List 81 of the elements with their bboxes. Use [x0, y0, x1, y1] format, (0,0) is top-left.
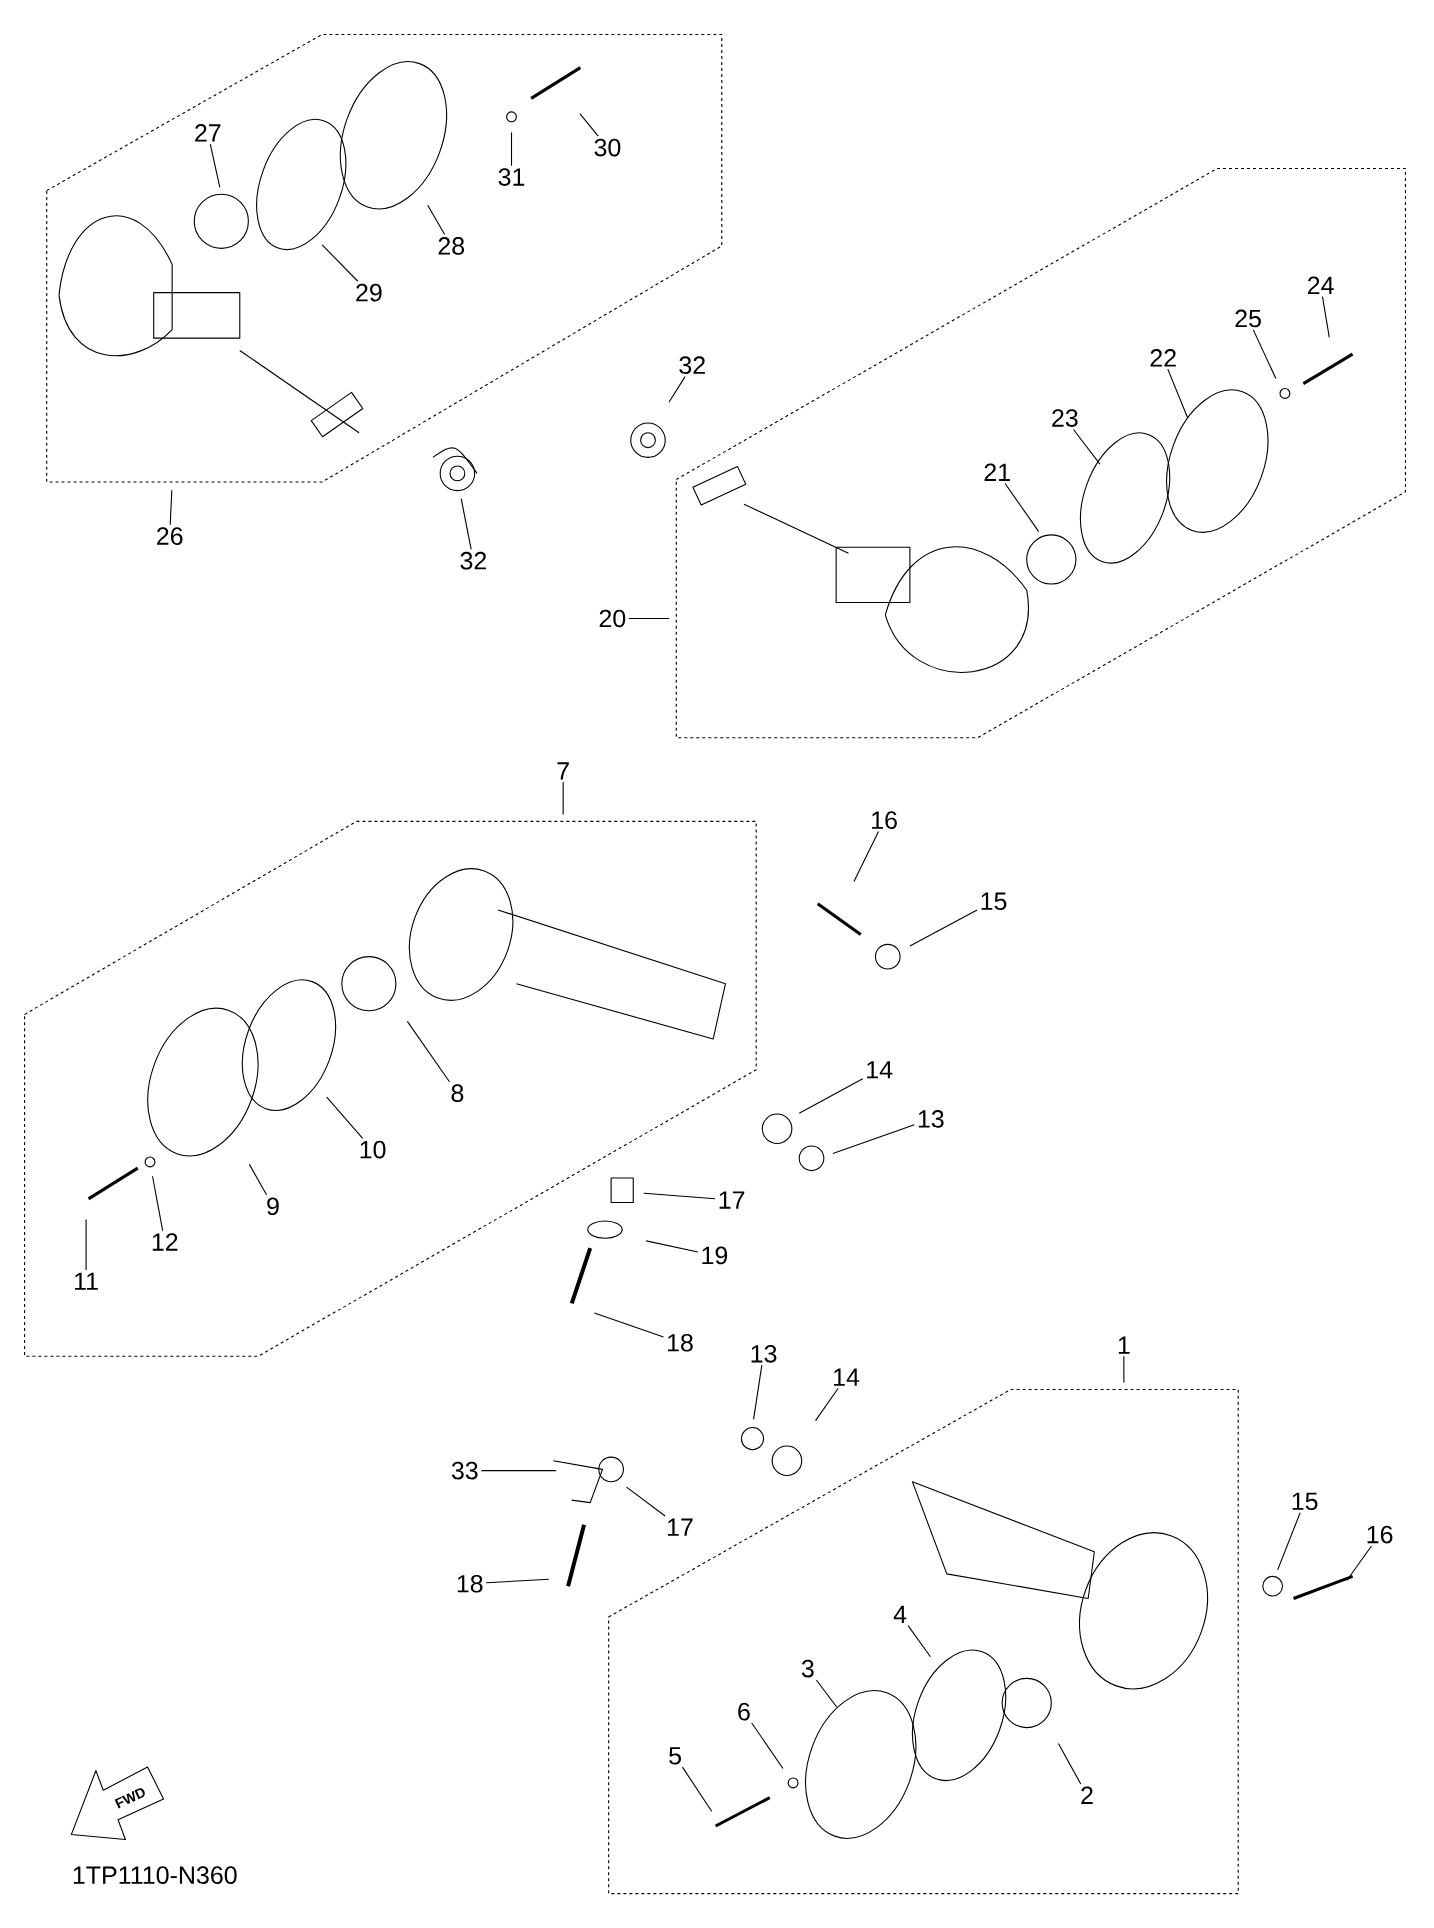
callout-number: 9 [267, 1197, 279, 1216]
callout-number: 1 [1118, 1336, 1130, 1354]
callout-number: 6 [738, 1702, 750, 1721]
leader-line [248, 1163, 268, 1196]
callout-number: 12 [152, 1233, 178, 1251]
callout-number: 15 [981, 892, 1007, 911]
leader-line [579, 113, 599, 137]
leader-line [832, 1124, 916, 1155]
callout-number: 14 [834, 1368, 860, 1386]
callout-number: 28 [438, 237, 465, 255]
callout-number: 19 [702, 1246, 728, 1265]
leader-line [815, 1387, 839, 1422]
callout-number: 4 [893, 1605, 907, 1624]
leader-line [626, 1486, 666, 1517]
callout-number: 18 [668, 1333, 693, 1352]
callout-number: 21 [984, 463, 1011, 481]
leader-line [1167, 368, 1189, 419]
leader-line [209, 143, 221, 188]
leader-line [853, 831, 880, 883]
callout-number: 30 [594, 138, 621, 157]
leader-line [751, 1722, 784, 1770]
leader-line [485, 1578, 550, 1584]
leader-line [562, 781, 564, 815]
leader-line [427, 204, 446, 236]
callout-number: 31 [498, 168, 525, 186]
leader-line [909, 909, 978, 947]
callout-number: 24 [1308, 276, 1334, 294]
leader-line [321, 244, 359, 282]
leader-line [1058, 1743, 1082, 1785]
callout-number: 11 [75, 1272, 98, 1290]
leader-line [1252, 329, 1277, 380]
callout-number: 13 [751, 1344, 777, 1363]
callout-number: 5 [669, 1747, 682, 1765]
callout-number: 13 [918, 1110, 944, 1128]
callout-number: 29 [356, 283, 382, 302]
leader-line [480, 1470, 557, 1472]
callout-number: 17 [668, 1518, 693, 1536]
callout-number: 33 [452, 1461, 478, 1480]
leader-line [628, 617, 670, 620]
callout-number: 17 [719, 1191, 745, 1209]
leader-line [1346, 1545, 1373, 1582]
leader-line [1004, 482, 1040, 533]
leader-line [169, 489, 173, 526]
leader-line [1073, 428, 1101, 465]
leader-line [643, 1192, 716, 1200]
leader-line [1322, 296, 1330, 338]
diagram-code: 1TP1110-N360 [73, 1866, 237, 1884]
leader-line [593, 1312, 665, 1338]
callout-number: 27 [195, 124, 221, 142]
leader-line [753, 1364, 763, 1420]
callout-number: 20 [599, 609, 626, 628]
callout-number: 14 [867, 1061, 893, 1079]
leader-line [1123, 1355, 1125, 1383]
callout-number: 18 [457, 1574, 483, 1593]
leader-line [816, 1679, 838, 1708]
leader-line [907, 1625, 932, 1658]
leader-line [460, 498, 472, 550]
callout-number: 23 [1052, 409, 1078, 427]
callout-number: 22 [1150, 349, 1176, 367]
leader-line [406, 1020, 451, 1083]
callout-number: 32 [679, 356, 706, 375]
leader-line [645, 1240, 699, 1253]
leader-line [682, 1766, 713, 1813]
leader-line [326, 1096, 364, 1139]
callout-number: 2 [1081, 1786, 1093, 1804]
leader-line [798, 1078, 864, 1114]
leader-line [85, 1218, 87, 1271]
leader-line [511, 131, 513, 167]
callout-number: 7 [557, 762, 569, 780]
leader-line [152, 1175, 164, 1232]
callout-number: 8 [451, 1084, 464, 1102]
callout-number: 10 [360, 1140, 386, 1159]
callout-number: 26 [157, 527, 183, 545]
callout-number: 32 [460, 551, 487, 570]
callout-number: 16 [872, 811, 897, 829]
callout-number: 3 [802, 1659, 814, 1678]
callout-number: 25 [1235, 309, 1262, 328]
leader-line [1277, 1512, 1301, 1571]
callout-number: 16 [1367, 1525, 1393, 1544]
callout-number: 15 [1292, 1492, 1318, 1511]
leader-line [668, 376, 686, 403]
